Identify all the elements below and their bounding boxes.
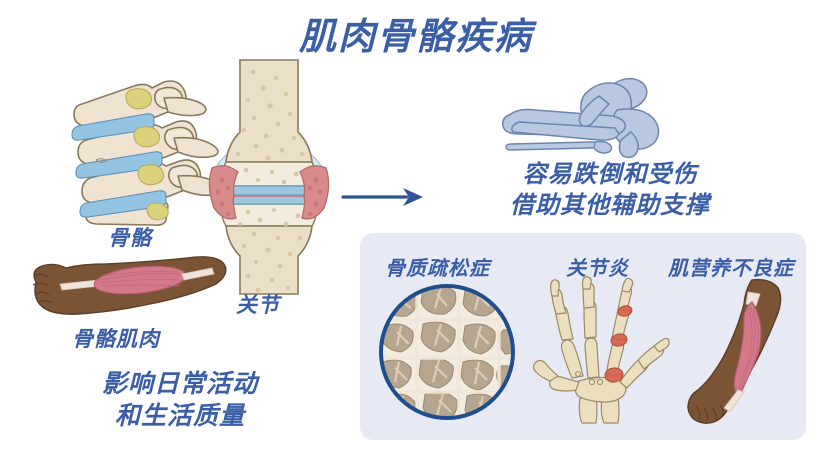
impact-text: 影响日常活动 和生活质量 — [20, 368, 340, 432]
label-osteoporosis: 骨质疏松症 — [385, 258, 490, 280]
fall-risk-text-line2: 借助其他辅助支撑 — [510, 191, 710, 219]
fall-risk-text: 容易跌倒和受伤 借助其他辅助支撑 — [450, 160, 770, 221]
skeletal-muscle-arm-illustration — [20, 252, 230, 324]
impact-text-line1: 影响日常活动 — [101, 370, 258, 398]
impact-text-line2: 和生活质量 — [114, 402, 245, 430]
knee-joint-illustration — [198, 58, 340, 296]
fallen-person-with-cane-illustration — [495, 70, 680, 162]
hand-skeleton-inflamed-joints — [530, 276, 670, 424]
label-bone: 骨骼 — [108, 227, 152, 250]
spine-illustration — [38, 68, 228, 228]
atrophied-arm-muscle — [682, 278, 802, 426]
label-skeletal-muscle: 骨骼肌肉 — [72, 328, 160, 351]
label-arthritis: 关节炎 — [566, 258, 629, 280]
fall-risk-text-line1: 容易跌倒和受伤 — [522, 161, 698, 188]
label-muscular-dystrophy: 肌营养不良症 — [668, 258, 794, 280]
flow-arrow — [341, 182, 427, 212]
label-joint: 关节 — [236, 294, 280, 317]
porous-trabecular-bone-circle — [377, 282, 517, 422]
page-title: 肌肉骨骼疾病 — [299, 16, 533, 57]
